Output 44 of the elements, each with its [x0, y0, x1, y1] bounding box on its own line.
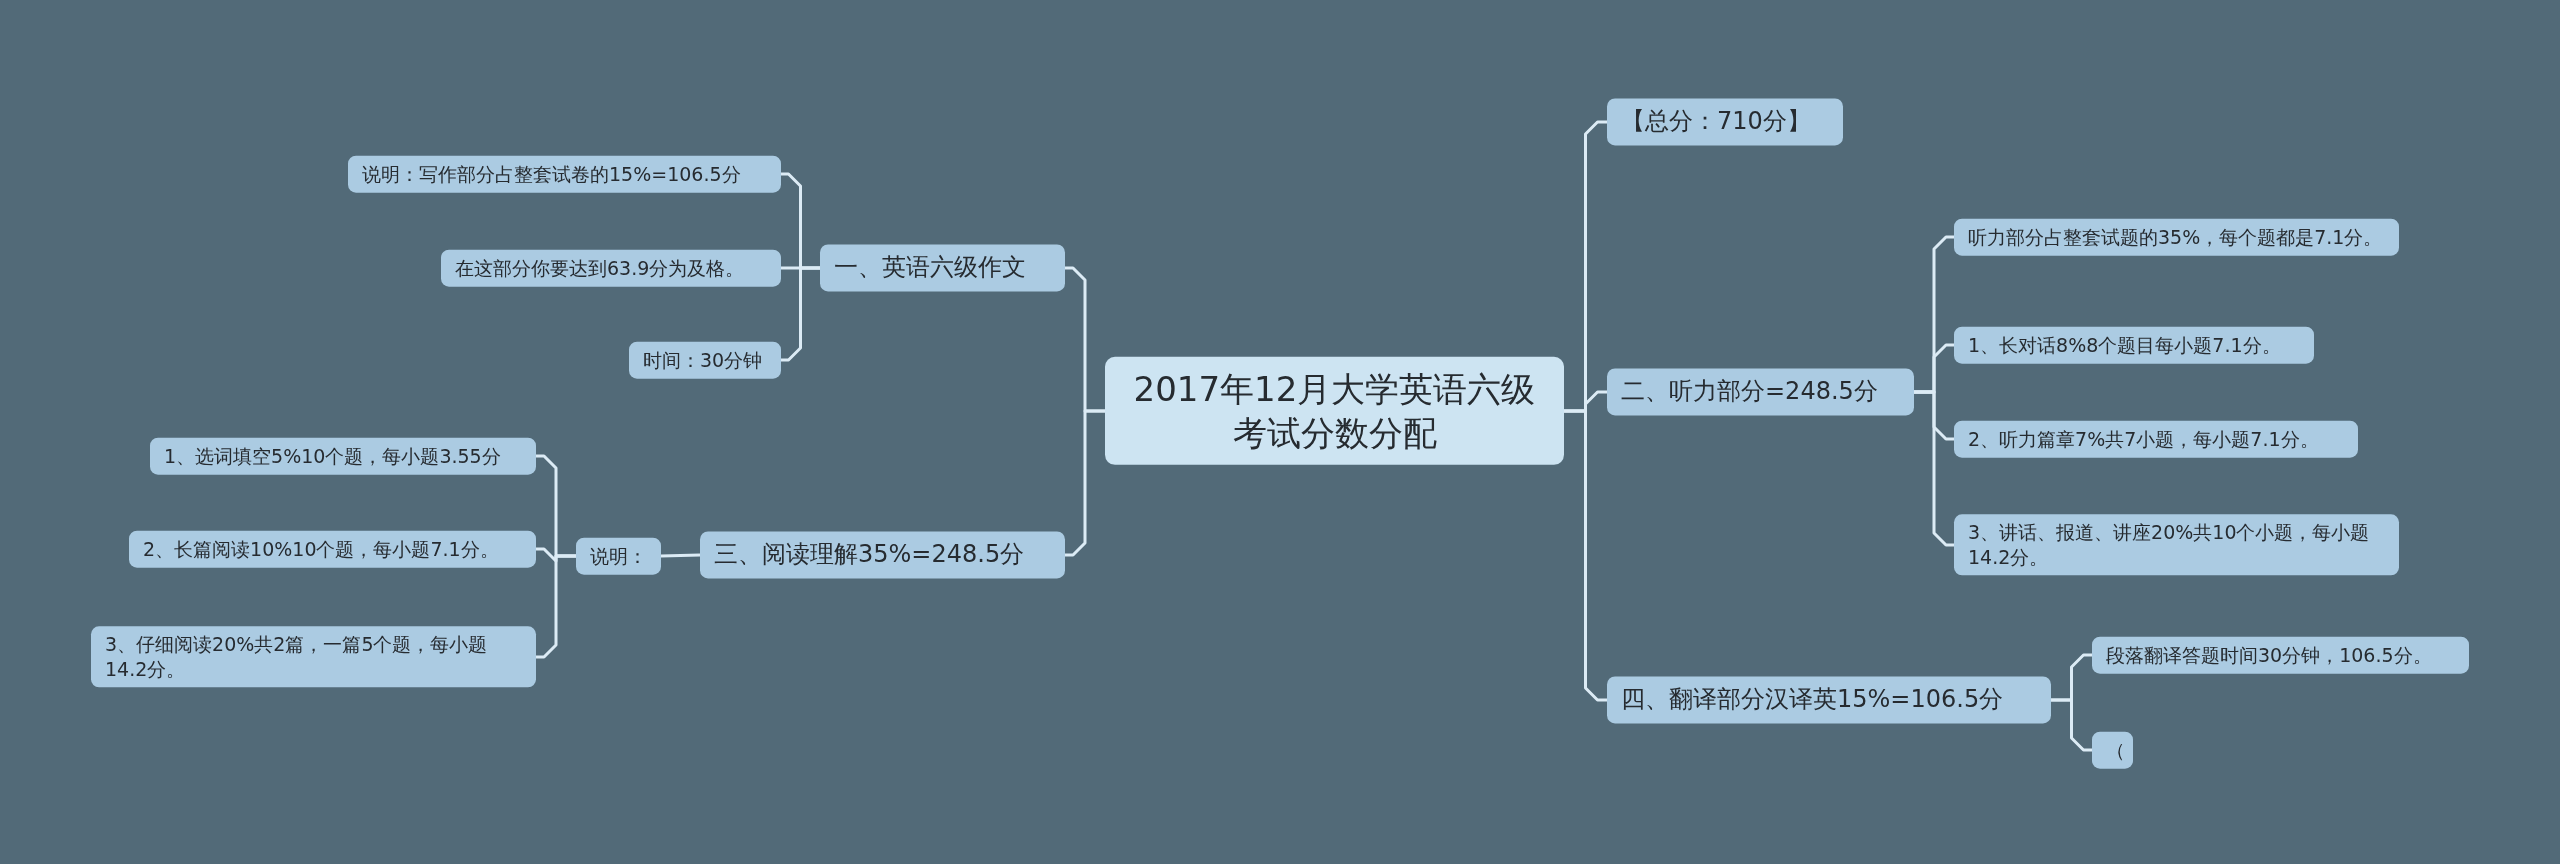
topic-box: [820, 244, 1065, 292]
topic-box: [1954, 218, 2399, 256]
connector-line: [2051, 698, 2092, 752]
topic-text: 【总分：710分】: [1621, 106, 1811, 138]
topic-text: 时间：30分钟: [643, 347, 763, 373]
topic-text: 2、听力篇章7%共7小题，每小题7.1分。: [1968, 426, 2319, 452]
topic-text: 3、仔细阅读20%共2篇，一篇5个题，每小题14.2分。: [105, 632, 489, 682]
topic-box: [150, 437, 536, 475]
topic-box: [700, 531, 1065, 579]
topic-text: 3、讲话、报道、讲座20%共10个小题，每小题14.2分。: [1968, 520, 2371, 570]
topic-text: 一、英语六级作文: [834, 252, 1026, 284]
topic-text: 四、翻译部分汉译英15%=106.5分: [1621, 684, 2004, 716]
connector-line: [781, 266, 820, 362]
topic-text: 2、长篇阅读10%10个题，每小题7.1分。: [143, 536, 499, 562]
connector-line: [1065, 409, 1105, 557]
topic-text: 1、选词填空5%10个题，每小题3.55分: [164, 443, 501, 469]
topic-box: [2092, 636, 2469, 674]
topic-box: [348, 155, 781, 193]
topic-box: [2092, 731, 2133, 769]
topic-text: 段落翻译答题时间30分钟，106.5分。: [2106, 642, 2432, 668]
topic-box: [1954, 326, 2314, 364]
topic-box: [1607, 98, 1843, 146]
topic-text: 2017年12月大学英语六级考试分数分配: [1132, 367, 1537, 455]
central-topic-box: [1105, 356, 1564, 466]
topic-box: [441, 249, 781, 287]
topic-text: 三、阅读理解35%=248.5分: [714, 539, 1025, 571]
topic-box: [1607, 368, 1914, 416]
topic-box: [1607, 676, 2051, 724]
connector-line: [536, 554, 576, 659]
topic-text: 说明：: [590, 543, 647, 569]
topic-box: [576, 537, 661, 575]
topic-text: 说明：写作部分占整套试卷的15%=106.5分: [362, 161, 741, 187]
topic-box: [1954, 420, 2358, 458]
topic-box: [91, 626, 536, 688]
topic-text: 在这部分你要达到63.9分为及格。: [455, 255, 745, 281]
topic-box: [1954, 514, 2399, 576]
connector-line: [1564, 409, 1607, 702]
topic-box: [629, 341, 781, 379]
topic-text: 1、长对话8%8个题目每小题7.1分。: [1968, 332, 2281, 358]
topic-text: 听力部分占整套试题的35%，每个题都是7.1分。: [1968, 224, 2383, 250]
connector-line: [660, 553, 701, 558]
topic-box: [129, 530, 536, 568]
topic-text: （: [2106, 737, 2125, 763]
topic-text: 二、听力部分=248.5分: [1621, 376, 1878, 408]
